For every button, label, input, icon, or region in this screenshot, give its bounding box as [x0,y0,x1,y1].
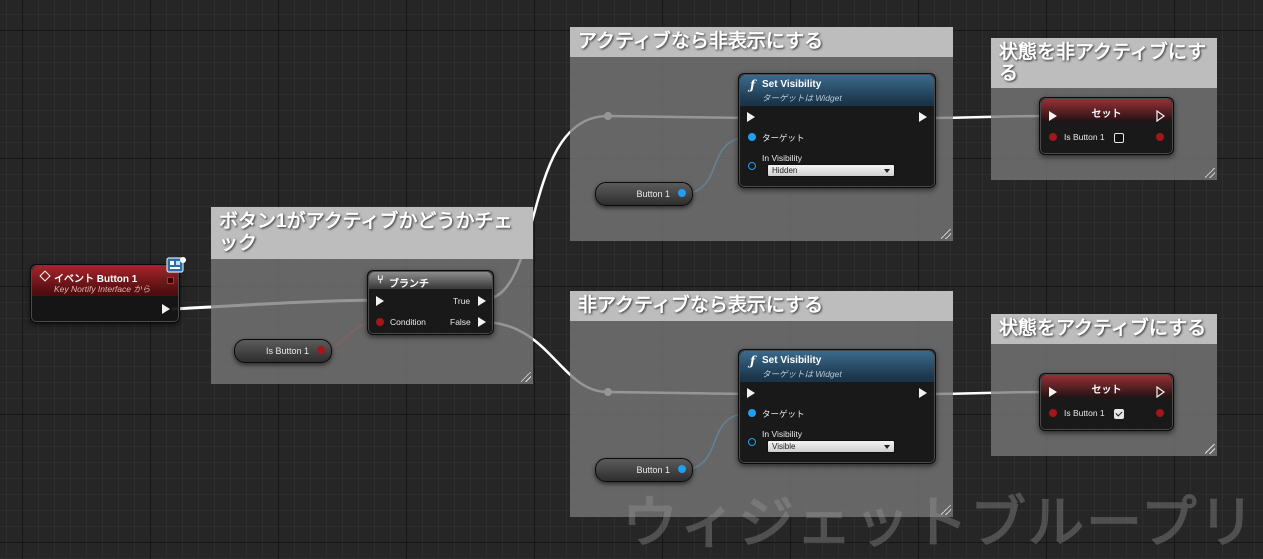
branch-node-header: ⑂ ブランチ [369,272,492,290]
event-node-header: イベント Button 1 Key Nortify Interface から [32,266,178,296]
set-visibility-target-label: ターゲット [762,133,805,143]
set-visibility-hidden-node[interactable]: ƒ Set Visibility ターゲットは Widget ターゲット In … [738,73,936,188]
set-node-title: セット [1091,109,1122,120]
set-exec-out-pin[interactable] [1156,110,1166,122]
is-button1-getter[interactable]: Is Button 1 [234,339,332,363]
is-button1-checkbox[interactable] [1114,409,1124,419]
button1-getter-label: Button 1 [636,465,670,475]
set-visibility-target-label: ターゲット [762,409,805,419]
button1-getter-bottom[interactable]: Button 1 [595,458,693,482]
set-exec-in-pin[interactable] [1049,387,1057,397]
set-visibility-invis-pin[interactable] [748,162,756,170]
comment-resize-handle[interactable] [1205,168,1215,178]
event-exec-out-pin[interactable] [162,304,170,314]
set-visibility-invis-label: In Visibility [762,153,802,163]
set-exec-in-pin[interactable] [1049,111,1057,121]
function-icon: ƒ [750,354,756,368]
comment-title-line2: る [999,63,1019,84]
is-button1-out-pin[interactable] [317,346,325,354]
branch-node[interactable]: ⑂ ブランチ Condition True False [367,270,494,335]
comment-resize-handle[interactable] [1205,444,1215,454]
comment-box-set-inactive[interactable]: 状態を非アクティブにす る [991,38,1217,180]
set-is-button1-false-node[interactable]: セット Is Button 1 [1039,97,1174,155]
branch-icon: ⑂ [377,274,384,286]
comment-title-set-active: 状態をアクティブにする [991,314,1217,344]
visibility-dropdown-value: Hidden [772,166,798,175]
branch-false-label: False [450,317,471,327]
comment-title-line1: 状態を非アクティブにす [999,42,1207,63]
set-visibility-subtitle: ターゲットは Widget [762,369,842,379]
set-visibility-target-pin[interactable] [748,409,756,417]
set-visibility-exec-out-pin[interactable] [919,112,927,122]
branch-exec-in-pin[interactable] [376,296,384,306]
set-visibility-invis-label: In Visibility [762,429,802,439]
set-visibility-header: ƒ Set Visibility ターゲットは Widget [740,351,934,382]
event-node-subtitle: Key Nortify Interface から [54,284,151,294]
set-visibility-title: Set Visibility [762,79,822,90]
event-delegate-pin[interactable] [167,277,174,284]
set-node-header: セット [1041,99,1172,121]
set-value-out-pin[interactable] [1156,409,1164,417]
event-diamond-icon [39,270,51,282]
set-visibility-exec-in-pin[interactable] [747,112,755,122]
button1-out-pin[interactable] [678,465,686,473]
set-value-out-pin[interactable] [1156,133,1164,141]
widget-blueprint-icon [166,256,187,275]
set-is-button1-true-node[interactable]: セット Is Button 1 [1039,373,1174,431]
set-visibility-exec-out-pin[interactable] [919,388,927,398]
watermark: ウィジェットブループリン [622,491,1263,556]
visibility-dropdown[interactable]: Hidden [767,164,895,177]
set-value-in-pin[interactable] [1049,133,1057,141]
set-visibility-header: ƒ Set Visibility ターゲットは Widget [740,75,934,106]
event-button1-node[interactable]: イベント Button 1 Key Nortify Interface から [30,264,180,323]
is-button1-checkbox[interactable] [1114,133,1124,143]
comment-resize-handle[interactable] [521,372,531,382]
set-exec-out-pin[interactable] [1156,386,1166,398]
chevron-down-icon [884,169,890,173]
branch-false-exec-pin[interactable] [478,317,486,327]
set-field-label: Is Button 1 [1064,408,1105,418]
event-node-title: イベント Button 1 [54,274,138,285]
chevron-down-icon [884,445,890,449]
is-button1-getter-label: Is Button 1 [265,346,309,356]
set-node-title: セット [1091,385,1122,396]
set-visibility-visible-node[interactable]: ƒ Set Visibility ターゲットは Widget ターゲット In … [738,349,936,464]
set-value-in-pin[interactable] [1049,409,1057,417]
set-visibility-subtitle: ターゲットは Widget [762,93,842,103]
branch-node-title: ブランチ [389,279,429,290]
function-icon: ƒ [750,78,756,92]
comment-resize-handle[interactable] [941,505,951,515]
set-field-label: Is Button 1 [1064,132,1105,142]
set-visibility-exec-in-pin[interactable] [747,388,755,398]
branch-true-label: True [453,296,471,306]
set-visibility-title: Set Visibility [762,355,822,366]
branch-condition-label: Condition [390,317,426,327]
button1-getter-label: Button 1 [636,189,670,199]
branch-true-exec-pin[interactable] [478,296,486,306]
branch-condition-pin[interactable] [376,318,384,326]
set-node-header: セット [1041,375,1172,397]
visibility-dropdown[interactable]: Visible [767,440,895,453]
set-visibility-invis-pin[interactable] [748,438,756,446]
comment-title-hide-if-active: アクティブなら非表示にする [570,27,953,57]
button1-getter-top[interactable]: Button 1 [595,182,693,206]
button1-out-pin[interactable] [678,189,686,197]
comment-title-set-inactive: 状態を非アクティブにす る [991,38,1217,88]
comment-resize-handle[interactable] [941,229,951,239]
visibility-dropdown-value: Visible [772,442,796,451]
set-visibility-target-pin[interactable] [748,133,756,141]
comment-title-check: ボタン1がアクティブかどうかチェック [211,207,533,259]
comment-title-show-if-inactive: 非アクティブなら表示にする [570,291,953,321]
